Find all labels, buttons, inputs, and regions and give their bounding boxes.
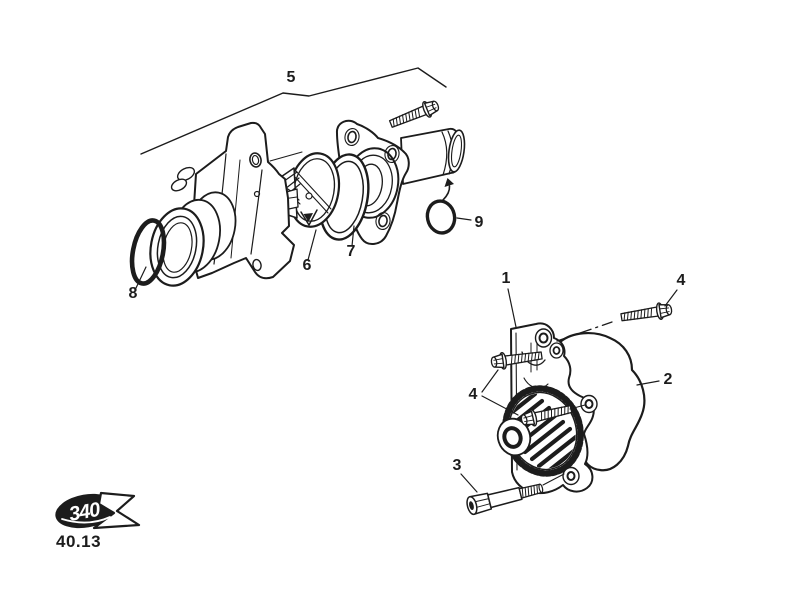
logo-swoosh-tail <box>92 491 141 530</box>
water-pump-assembly <box>460 288 678 516</box>
pump-stud-3 <box>466 483 544 516</box>
pump-bolt-bosses <box>534 328 598 486</box>
callout-8: 8 <box>129 285 138 302</box>
arrow-9 <box>442 178 454 201</box>
stud-leader <box>542 473 565 486</box>
lower-bolt-leader <box>569 404 586 410</box>
bolt-axis-dash-dot <box>556 321 613 342</box>
thermostat-assembly <box>129 67 472 289</box>
group-bracket-5 <box>140 67 447 155</box>
callout-4-left: 4 <box>469 386 478 403</box>
pump-bolt-4-top-right <box>619 300 674 327</box>
leader-lines-top <box>135 217 472 289</box>
brand-logo <box>55 491 141 530</box>
o-ring-8 <box>129 218 167 286</box>
callout-5: 5 <box>287 69 296 86</box>
thermostat-housing <box>149 121 295 287</box>
leader-lines-bottom <box>460 288 678 493</box>
callout-1: 1 <box>502 270 511 287</box>
callout-6: 6 <box>303 257 312 274</box>
callout-9: 9 <box>475 214 484 231</box>
callout-7: 7 <box>347 243 356 260</box>
callout-2: 2 <box>664 371 673 388</box>
alignment-line <box>269 151 303 162</box>
callout-4-top: 4 <box>677 272 686 289</box>
logo-text: 340 <box>67 499 102 526</box>
page-code: 40.13 <box>56 532 101 551</box>
thermostat-cover-bolt <box>387 96 442 133</box>
o-ring-9 <box>425 199 457 235</box>
callout-3: 3 <box>453 457 462 474</box>
